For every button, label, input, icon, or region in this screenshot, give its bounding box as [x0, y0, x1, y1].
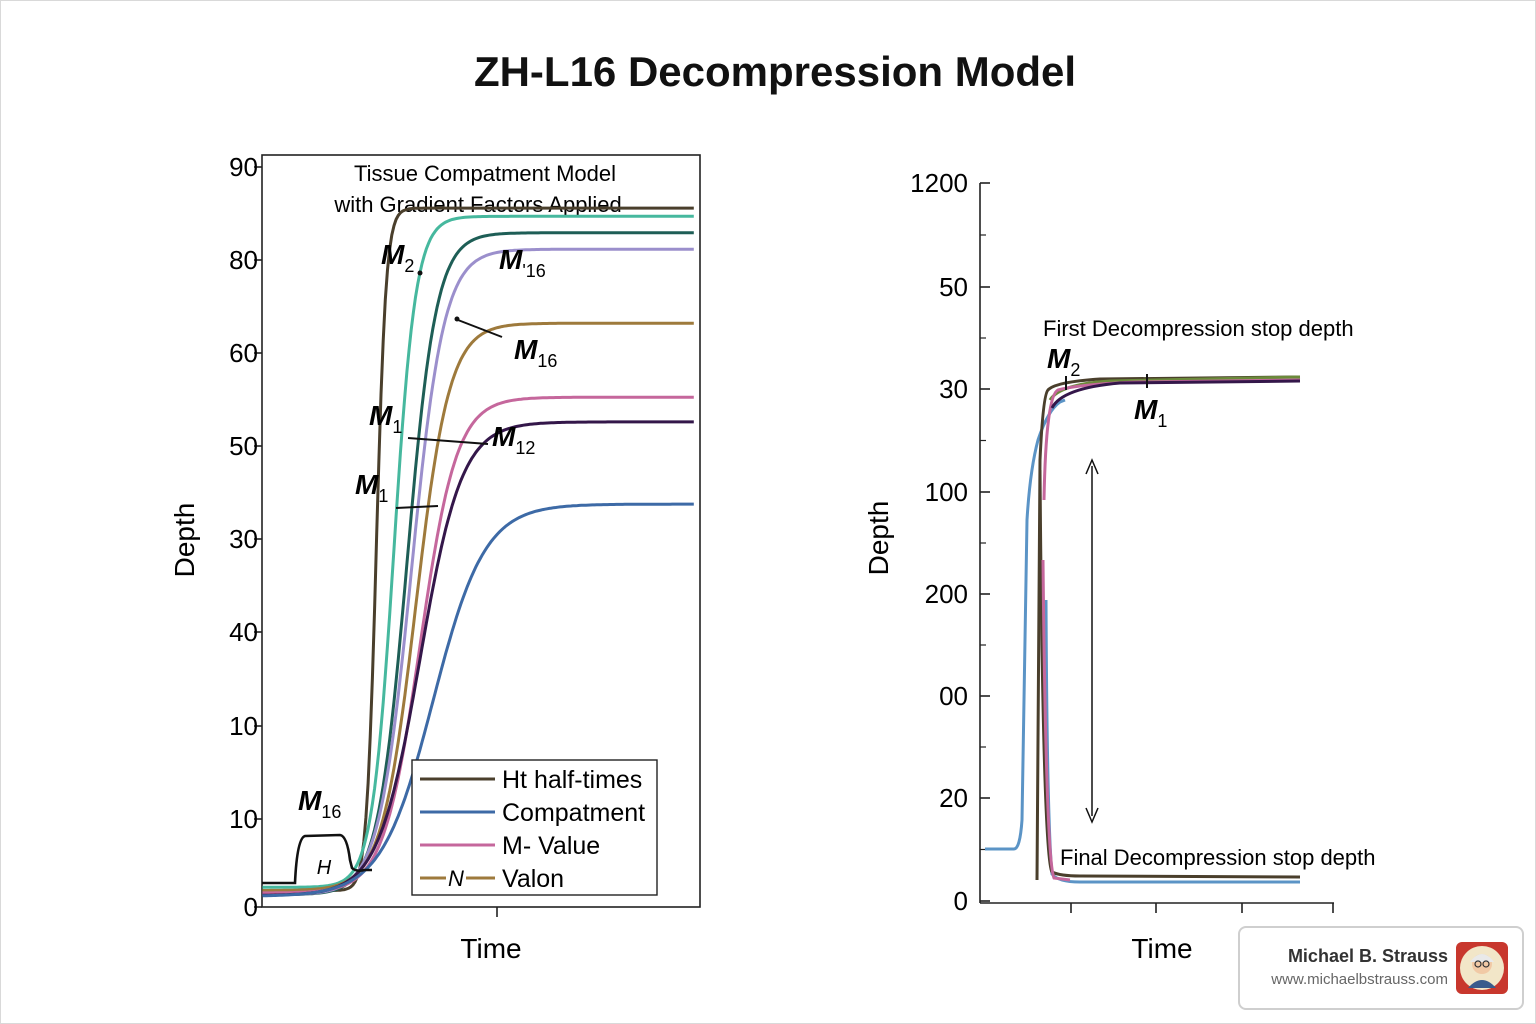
annotation-m1-lower: M1 [355, 469, 388, 506]
watermark-card: Michael B. Strauss www.michaelbstrauss.c… [1238, 926, 1524, 1010]
m16-pointer [457, 319, 503, 338]
legend-label: M- Value [502, 832, 600, 860]
legend-marker: N [448, 866, 464, 891]
arrow-head-up [1085, 458, 1099, 475]
left-chart-title: Tissue Compatment Model [354, 161, 616, 186]
left-chart: 90 80 60 50 30 40 10 10 0 Time Depth Tissue Comp… [169, 152, 701, 964]
avatar-portrait-icon [1460, 946, 1504, 990]
right-y-tick-label: 200 [925, 579, 968, 609]
left-y-tick-label: 60 [229, 338, 258, 368]
left-plot-frame [261, 154, 701, 908]
annotation-right-m1: M1 [1134, 394, 1167, 431]
left-y-tick-label: 40 [229, 617, 258, 647]
right-y-tick-label: 00 [939, 681, 968, 711]
right-series-line-6 [1042, 378, 1301, 501]
right-x-axis [1070, 903, 1334, 913]
left-series-line-8 [262, 502, 694, 898]
watermark-name: Michael B. Strauss [1287, 946, 1448, 966]
step-label: H [317, 857, 332, 879]
right-series-line-7 [1041, 559, 1071, 882]
left-y-tick-label: 90 [229, 152, 258, 182]
right-series-line-3 [1035, 375, 1301, 881]
left-y-tick-label: 30 [229, 524, 258, 554]
left-series-line-5 [262, 321, 694, 892]
left-y-label: Depth [169, 503, 200, 578]
left-series-group [262, 206, 694, 898]
annotation-m1-upper: M1 [369, 400, 402, 437]
m2-dot [417, 270, 423, 276]
annotation-right-m2: M2 [1047, 343, 1080, 380]
right-x-label: Time [1131, 933, 1192, 964]
right-y-tick-label: 100 [925, 477, 968, 507]
right-y-tick-label: 20 [939, 783, 968, 813]
left-series-line-2 [262, 214, 694, 889]
arrow-head-down [1085, 807, 1099, 824]
right-y-tick-label: 1200 [910, 168, 968, 198]
right-series-group [985, 375, 1301, 884]
annotation-m16: M16 [514, 334, 557, 371]
right-y-tick-label: 50 [939, 272, 968, 302]
left-y-tick-label: 80 [229, 245, 258, 275]
left-x-label: Time [460, 933, 521, 964]
annotation-m16-step: M16 [298, 785, 341, 822]
left-y-tick-label: 50 [229, 431, 258, 461]
right-y-tick-label: 30 [939, 374, 968, 404]
m16-dot [454, 316, 460, 322]
left-chart-subtitle: with Gradient Factors Applied [333, 192, 621, 217]
step-curve [262, 833, 372, 885]
page-title: ZH-L16 Decompression Model [473, 48, 1077, 95]
legend-marker-bg [446, 866, 466, 890]
right-y-label: Depth [863, 501, 894, 576]
left-y-tick-label: 0 [244, 892, 258, 922]
annotation-m2: M2 [381, 239, 414, 276]
right-y-tick-label: 0 [954, 886, 968, 916]
avatar [1456, 942, 1508, 994]
legend-label: Compatment [502, 799, 645, 827]
annotation-m16-prime: M'16 [499, 244, 546, 281]
m1-pointer [395, 505, 439, 509]
right-series-line-2 [1044, 599, 1300, 884]
m12-pointer [407, 437, 489, 445]
annotation-m12: M12 [492, 421, 535, 458]
watermark-url: www.michaelbstrauss.com [1271, 971, 1448, 988]
final-stop-annotation: Final Decompression stop depth [1060, 845, 1376, 870]
right-series-line-8 [1050, 379, 1301, 409]
legend-label: Valon [502, 865, 564, 893]
legend-label: Ht half-times [502, 766, 642, 794]
left-y-tick-label: 10 [229, 711, 258, 741]
first-stop-annotation: First Decompression stop depth [1043, 316, 1354, 341]
right-series-line-1 [985, 398, 1066, 851]
left-y-tick-label: 10 [229, 804, 258, 834]
right-series-line-4 [1038, 469, 1301, 879]
left-y-axis: 90 80 60 50 30 40 10 10 0 [229, 152, 262, 922]
